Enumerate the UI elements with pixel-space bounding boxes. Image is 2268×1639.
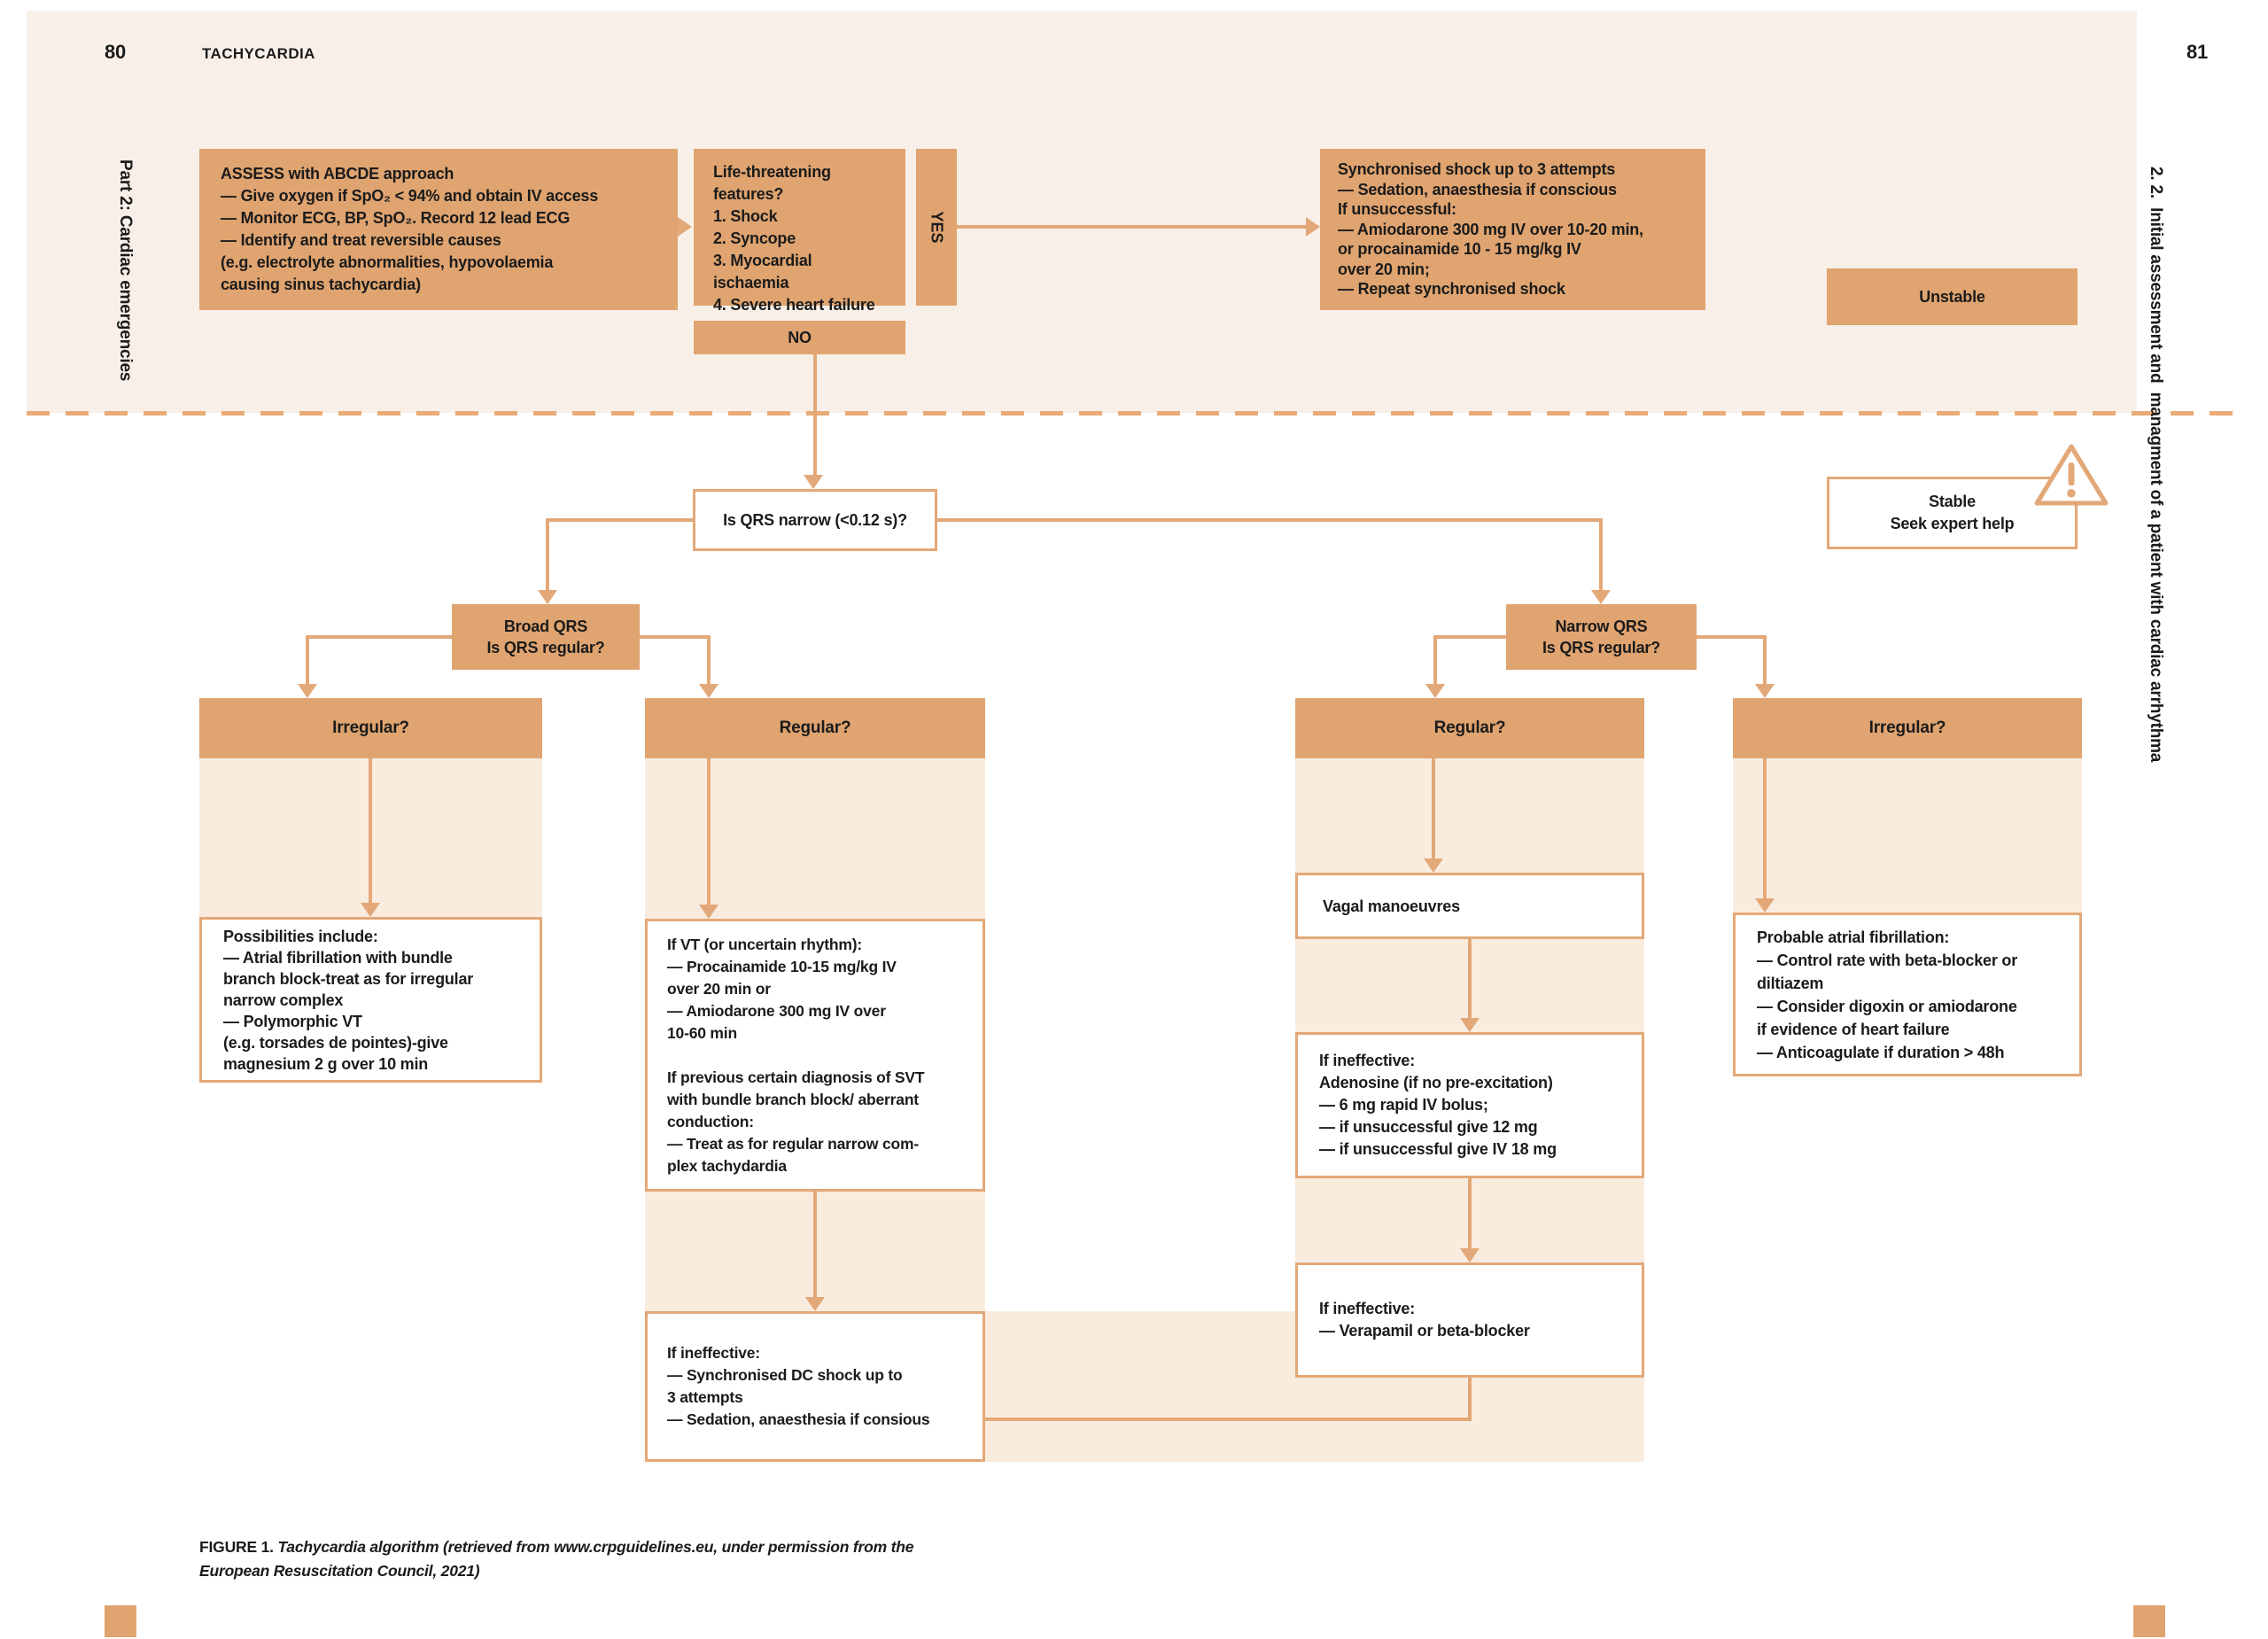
unstable-box: Unstable bbox=[1827, 268, 2078, 325]
line-qrs-right-drop bbox=[1599, 518, 1603, 590]
arrow-to-broad bbox=[538, 590, 557, 604]
possibilities-box: Possibilities include: — Atrial fibrilla… bbox=[199, 917, 542, 1083]
line-irregular-to-af bbox=[1763, 758, 1767, 898]
right-page-number: 81 bbox=[2186, 41, 2209, 63]
arrow-vt-to-dcshock bbox=[805, 1297, 825, 1311]
synchronised-shock-box: Synchronised shock up to 3 attempts — Se… bbox=[1320, 149, 1705, 310]
arrow-no-to-qrs bbox=[804, 475, 823, 489]
assess-box: ASSESS with ABCDE approach — Give oxygen… bbox=[199, 149, 678, 310]
vt-treatment-text: If VT (or uncertain rhythm): — Procainam… bbox=[667, 935, 925, 1175]
bottom-bridge-panel bbox=[985, 1311, 1295, 1462]
arrow-regular-to-vt bbox=[699, 905, 718, 919]
arrow-regular-to-vagal bbox=[1424, 858, 1443, 873]
arrow-adenosine-to-verapamil bbox=[1460, 1248, 1480, 1262]
left-sidebar-title: Part 2: Cardiac emergencies bbox=[116, 159, 135, 382]
narrow-regular-header: Regular? bbox=[1295, 698, 1644, 758]
atrial-fibrillation-text: Probable atrial fibrillation: — Control … bbox=[1757, 928, 2018, 1061]
vt-treatment-box: If VT (or uncertain rhythm): — Procainam… bbox=[645, 919, 985, 1192]
yes-label: YES bbox=[928, 211, 946, 244]
narrow-qrs-text: Narrow QRS Is QRS regular? bbox=[1542, 618, 1661, 656]
figure-caption: FIGURE 1. Tachycardia algorithm (retriev… bbox=[199, 1535, 917, 1583]
unstable-stable-divider bbox=[27, 411, 2234, 416]
qrs-narrow-question: Is QRS narrow (<0.12 s)? bbox=[723, 511, 907, 529]
narrow-regular-header-label: Regular? bbox=[1433, 719, 1506, 737]
line-narrow-right-drop bbox=[1763, 635, 1767, 684]
yes-box: YES bbox=[916, 149, 957, 306]
line-yes-to-shock bbox=[957, 225, 1306, 229]
broad-irregular-header: Irregular? bbox=[199, 698, 542, 758]
vagal-manoeuvres-box: Vagal manoeuvres bbox=[1295, 873, 1644, 939]
dc-shock-text: If ineffective: — Synchronised DC shock … bbox=[667, 1344, 930, 1428]
line-verapamil-to-dcshock bbox=[985, 1418, 1472, 1421]
vagal-manoeuvres-label: Vagal manoeuvres bbox=[1323, 897, 1460, 915]
arrow-vagal-to-adenosine bbox=[1460, 1018, 1480, 1032]
possibilities-text: Possibilities include: — Atrial fibrilla… bbox=[223, 927, 474, 1073]
assess-text: ASSESS with ABCDE approach — Give oxygen… bbox=[221, 165, 599, 293]
narrow-irregular-header: Irregular? bbox=[1733, 698, 2082, 758]
left-corner-ornament bbox=[105, 1605, 136, 1637]
line-qrs-left-drop bbox=[546, 518, 549, 590]
unstable-label: Unstable bbox=[1919, 288, 1985, 306]
verapamil-box: If ineffective: — Verapamil or beta-bloc… bbox=[1295, 1262, 1644, 1378]
arrow-irregular-to-possibilities bbox=[361, 903, 380, 917]
line-adenosine-to-verapamil bbox=[1468, 1178, 1472, 1248]
broad-irregular-header-label: Irregular? bbox=[332, 719, 409, 737]
line-broad-right bbox=[640, 635, 711, 639]
narrow-irregular-header-label: Irregular? bbox=[1868, 719, 1946, 737]
line-regular-to-vt bbox=[707, 758, 711, 905]
adenosine-text: If ineffective: Adenosine (if no pre-exc… bbox=[1319, 1052, 1557, 1158]
atrial-fibrillation-box: Probable atrial fibrillation: — Control … bbox=[1733, 913, 2082, 1076]
life-threatening-text: Life-threatening features? 1. Shock 2. S… bbox=[713, 163, 875, 314]
broad-regular-header: Regular? bbox=[645, 698, 985, 758]
arrow-to-broad-regular bbox=[699, 684, 718, 698]
warning-triangle-icon bbox=[2034, 444, 2109, 506]
line-narrow-right bbox=[1697, 635, 1767, 639]
right-sidebar-title: 2. 2. Initial assessment and managment o… bbox=[2147, 167, 2165, 763]
broad-qrs-text: Broad QRS Is QRS regular? bbox=[486, 618, 605, 656]
life-threatening-box: Life-threatening features? 1. Shock 2. S… bbox=[694, 149, 905, 314]
line-broad-left-drop bbox=[306, 635, 309, 684]
line-irregular-to-possibilities bbox=[369, 758, 372, 903]
arrow-yes-to-shock bbox=[1306, 217, 1320, 237]
right-corner-ornament bbox=[2133, 1605, 2165, 1637]
arrow-to-narrow-regular bbox=[1425, 684, 1445, 698]
arrow-irregular-to-af bbox=[1755, 898, 1775, 913]
arrow-assess-to-features bbox=[678, 217, 692, 237]
left-page-number: 80 bbox=[105, 41, 127, 63]
narrow-qrs-box: Narrow QRS Is QRS regular? bbox=[1506, 604, 1697, 670]
line-broad-right-drop bbox=[707, 635, 711, 684]
qrs-narrow-question-box: Is QRS narrow (<0.12 s)? bbox=[693, 489, 937, 551]
broad-regular-header-label: Regular? bbox=[779, 719, 851, 737]
arrow-to-broad-irregular bbox=[298, 684, 317, 698]
line-narrow-left-drop bbox=[1433, 635, 1437, 684]
figure-caption-label: FIGURE 1. bbox=[199, 1538, 274, 1556]
adenosine-box: If ineffective: Adenosine (if no pre-exc… bbox=[1295, 1032, 1644, 1178]
broad-qrs-box: Broad QRS Is QRS regular? bbox=[452, 604, 640, 670]
stable-box: Stable Seek expert help bbox=[1827, 477, 2078, 549]
synchronised-shock-text: Synchronised shock up to 3 attempts — Se… bbox=[1338, 160, 1643, 299]
narrow-irregular-panel bbox=[1733, 758, 2082, 913]
stable-text: Stable Seek expert help bbox=[1890, 493, 2015, 532]
line-no-to-qrs bbox=[813, 354, 817, 475]
arrow-to-narrow-irregular bbox=[1755, 684, 1775, 698]
line-broad-left bbox=[306, 635, 452, 639]
dc-shock-box: If ineffective: — Synchronised DC shock … bbox=[645, 1311, 985, 1462]
verapamil-text: If ineffective: — Verapamil or beta-bloc… bbox=[1319, 1300, 1530, 1340]
line-qrs-right bbox=[937, 518, 1603, 522]
line-regular-to-vagal bbox=[1432, 758, 1435, 858]
line-verapamil-down bbox=[1468, 1378, 1472, 1421]
figure-caption-text: Tachycardia algorithm (retrieved from ww… bbox=[199, 1538, 914, 1580]
no-box: NO bbox=[694, 321, 905, 354]
line-narrow-left bbox=[1433, 635, 1506, 639]
line-vagal-to-adenosine bbox=[1468, 939, 1472, 1018]
running-header: TACHYCARDIA bbox=[202, 45, 315, 62]
line-qrs-left bbox=[546, 518, 693, 522]
line-vt-to-dcshock bbox=[813, 1192, 817, 1297]
no-label: NO bbox=[788, 329, 812, 346]
arrow-to-narrow bbox=[1591, 590, 1611, 604]
